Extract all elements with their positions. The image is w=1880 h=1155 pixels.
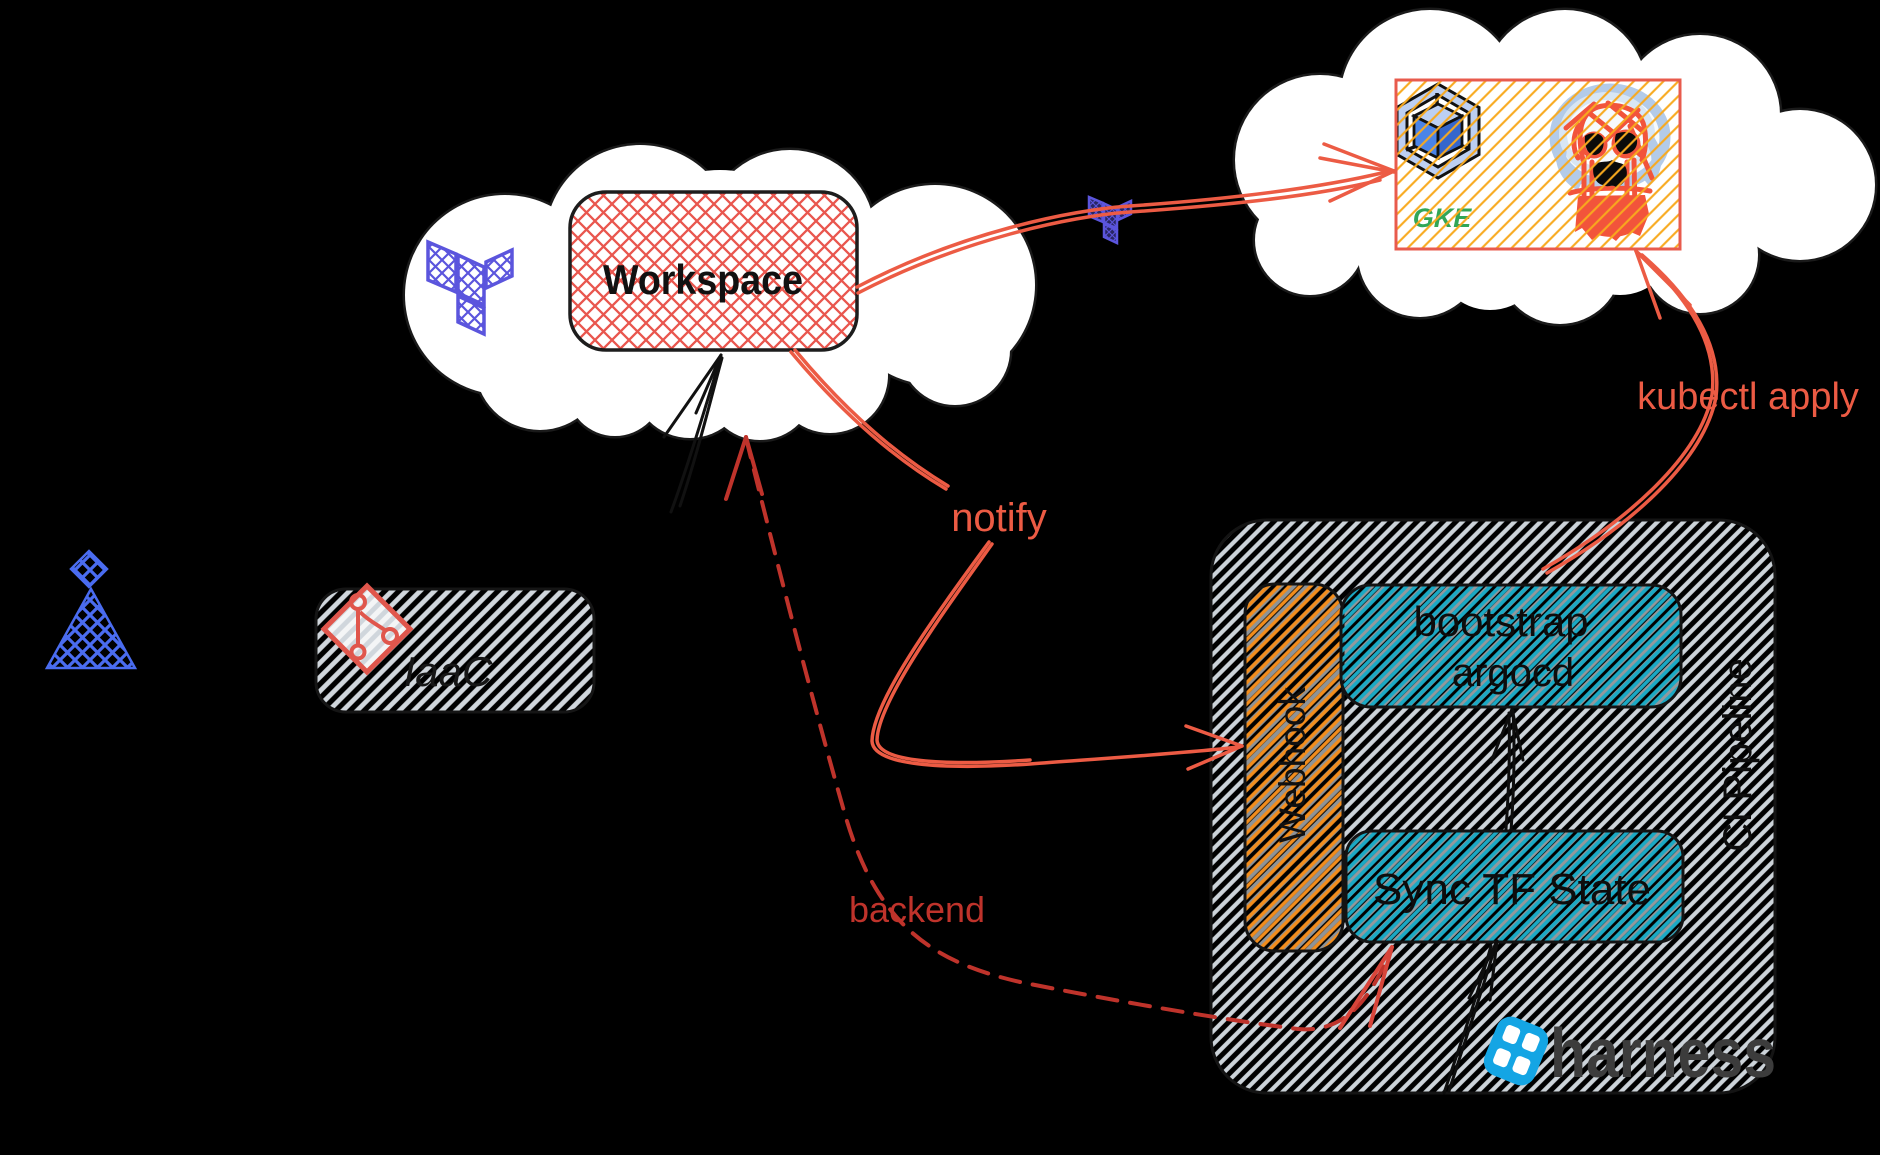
svg-text:backend: backend (849, 889, 985, 930)
svg-text:Sync TF State: Sync TF State (1373, 865, 1651, 914)
svg-text:argocd: argocd (1452, 651, 1574, 695)
svg-text:Webhook: Webhook (1272, 687, 1313, 843)
svg-text:Workspace: Workspace (603, 256, 803, 303)
svg-text:IaaC: IaaC (404, 648, 493, 695)
svg-text:CI Pipeline: CI Pipeline (1716, 658, 1760, 851)
svg-text:bootstrap: bootstrap (1413, 598, 1588, 645)
svg-text:notify: notify (951, 496, 1047, 540)
svg-text:kubectl apply: kubectl apply (1637, 376, 1859, 418)
svg-text:harness: harness (1550, 1014, 1776, 1092)
